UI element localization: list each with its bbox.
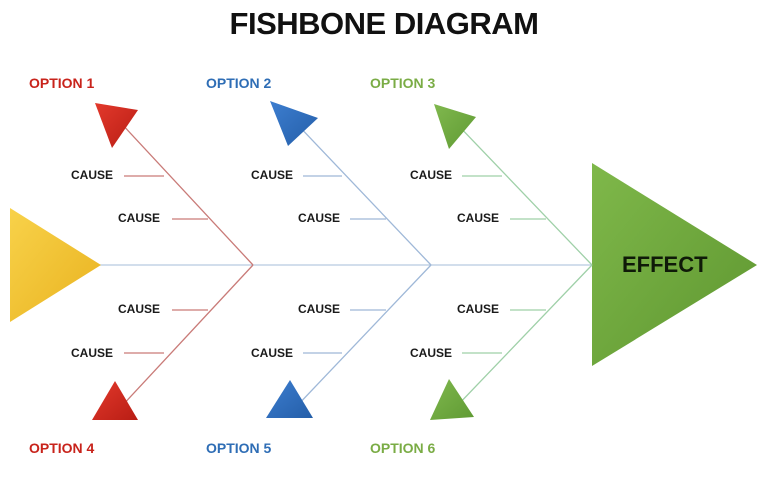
cause-label: CAUSE	[118, 211, 161, 225]
cause-label: CAUSE	[118, 302, 161, 316]
option-5-arrowhead	[266, 380, 313, 418]
cause-label: CAUSE	[71, 346, 114, 360]
effect-triangle	[592, 163, 757, 366]
effect-label: EFFECT	[622, 252, 708, 277]
option-6-arrowhead	[430, 379, 474, 420]
bone-option-4	[119, 264, 254, 409]
cause-label: CAUSE	[298, 211, 341, 225]
cause-label: CAUSE	[251, 346, 294, 360]
bone-option-2	[294, 121, 432, 266]
bone-option-6	[454, 264, 593, 409]
option-2-arrowhead	[270, 101, 318, 146]
cause-label: CAUSE	[298, 302, 341, 316]
option-label-3: OPTION 3	[370, 75, 436, 91]
option-1-arrowhead	[95, 103, 138, 148]
option-3-arrowhead	[434, 104, 476, 149]
cause-label: CAUSE	[410, 168, 453, 182]
cause-label: CAUSE	[251, 168, 294, 182]
option-label-6: OPTION 6	[370, 440, 436, 456]
cause-label: CAUSE	[71, 168, 114, 182]
option-label-1: OPTION 1	[29, 75, 95, 91]
cause-label: CAUSE	[457, 302, 500, 316]
cause-label: CAUSE	[457, 211, 500, 225]
option-label-2: OPTION 2	[206, 75, 272, 91]
cause-label: CAUSE	[410, 346, 453, 360]
option-label-4: OPTION 4	[29, 440, 95, 456]
page-title: FISHBONE DIAGRAM	[229, 6, 539, 41]
bone-option-5	[294, 264, 432, 409]
bone-option-1	[119, 121, 254, 266]
option-4-arrowhead	[92, 381, 138, 420]
option-label-5: OPTION 5	[206, 440, 272, 456]
tail-triangle	[10, 208, 101, 322]
bone-option-3	[454, 121, 593, 266]
